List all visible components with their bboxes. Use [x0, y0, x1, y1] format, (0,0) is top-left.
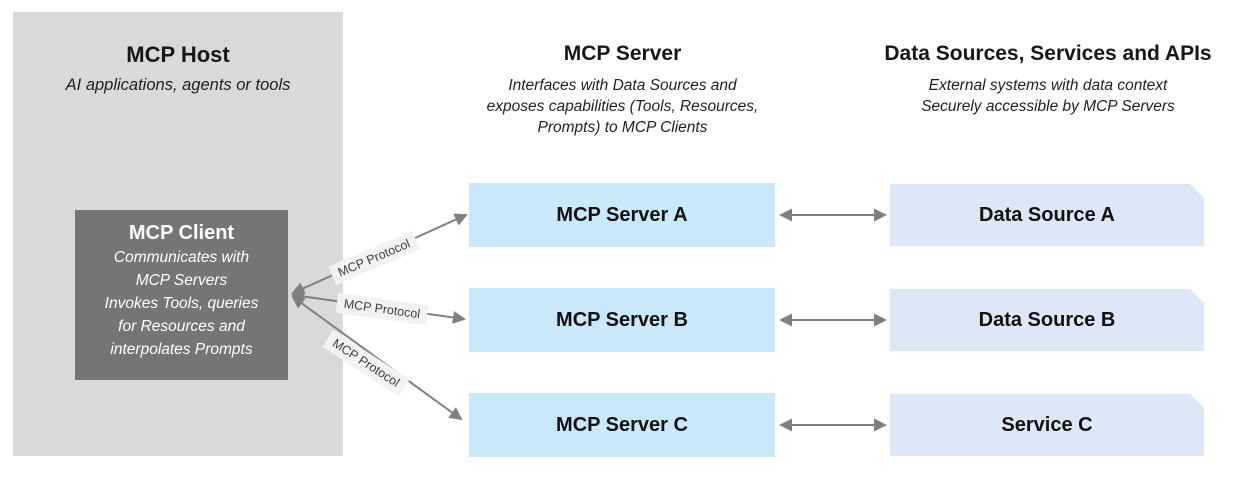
mcp-client-box: MCP Client Communicates with MCP Servers… — [75, 210, 288, 380]
sources-column-title: Data Sources, Services and APIs — [884, 42, 1212, 65]
server-column-subtitle: Interfaces with Data Sources and exposes… — [486, 77, 759, 136]
mcp-protocol-label-b: MCP Protocol — [335, 292, 429, 326]
node-mcp-server-a: MCP Server A — [469, 183, 775, 247]
mcp-host-subtitle: AI applications, agents or tools — [65, 76, 291, 94]
node-data-source-b: Data Source B — [890, 289, 1204, 351]
node-data-source-a: Data Source A — [890, 184, 1204, 246]
mcp-client-title: MCP Client — [128, 222, 235, 244]
mcp-host-title: MCP Host — [126, 42, 230, 67]
node-service-c: Service C — [890, 394, 1204, 456]
mcp-host-panel: MCP Host AI applications, agents or tool… — [13, 12, 343, 456]
node-mcp-server-c: MCP Server C — [469, 393, 775, 457]
sources-column-header: Data Sources, Services and APIs External… — [858, 42, 1235, 117]
server-column-header: MCP Server Interfaces with Data Sources … — [450, 42, 795, 138]
sources-column-subtitle: External systems with data context Secur… — [921, 77, 1175, 115]
server-column-title: MCP Server — [563, 42, 682, 65]
node-mcp-server-b: MCP Server B — [469, 288, 775, 352]
mcp-client-description: Communicates with MCP Servers Invokes To… — [104, 249, 259, 358]
